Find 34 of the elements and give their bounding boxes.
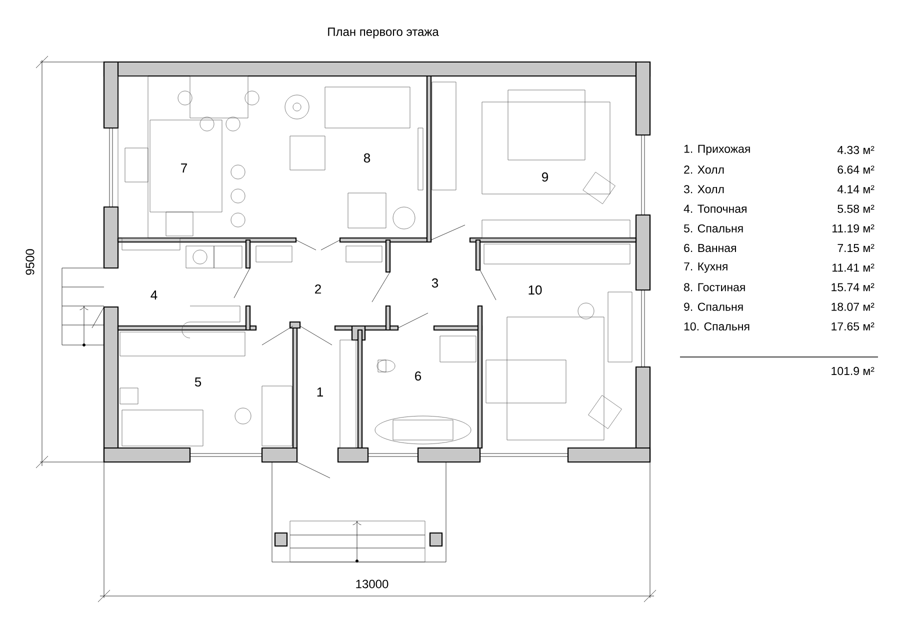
table-cell: 101.9 м² — [832, 366, 874, 376]
table-cell: 11.41 м² — [832, 264, 874, 272]
table-cell: 11.19 м² — [832, 224, 874, 232]
room-number: 6 — [415, 371, 422, 381]
table-cell: 5. Спальня — [684, 224, 743, 232]
room-number: 3 — [432, 278, 438, 288]
table-cell: 5.58 м² — [838, 204, 874, 213]
room-number: 4 — [150, 290, 158, 300]
room-number: 1 — [317, 388, 323, 396]
table-cell: 9. Спальня — [684, 302, 743, 311]
room-number: 10 — [528, 285, 542, 295]
dimension-label: 9500 — [26, 249, 34, 275]
table-cell: 4.14 м² — [837, 185, 874, 194]
dimension-label: 13000 — [356, 580, 388, 588]
table-cell: 18.07 м² — [832, 302, 874, 311]
table-cell: 6.64 м² — [838, 166, 874, 174]
table-cell: 4. Топочная — [684, 204, 746, 213]
room-number: 9 — [542, 172, 548, 182]
table-cell: 8. Гостиная — [684, 283, 745, 292]
table-cell: 15.74 м² — [832, 283, 874, 292]
table-cell: 10. Спальня — [684, 322, 750, 330]
title: План первого этажа — [328, 28, 439, 38]
room-number: 7 — [181, 164, 187, 172]
table-cell: 6. Ванная — [684, 244, 736, 252]
room-number: 2 — [315, 284, 321, 294]
table-cell: 2. Холл — [684, 166, 724, 174]
table-cell: 7.15 м² — [838, 244, 874, 252]
table-cell: 1. Прихожая — [684, 144, 750, 156]
table-cell: 3. Холл — [684, 185, 724, 194]
table-cell: 17.65 м² — [832, 322, 874, 330]
table-cell: 4.33 м² — [837, 146, 874, 154]
table-cell: 7. Кухня — [684, 262, 728, 273]
room-number: 8 — [364, 153, 370, 163]
room-number: 5 — [194, 377, 202, 387]
